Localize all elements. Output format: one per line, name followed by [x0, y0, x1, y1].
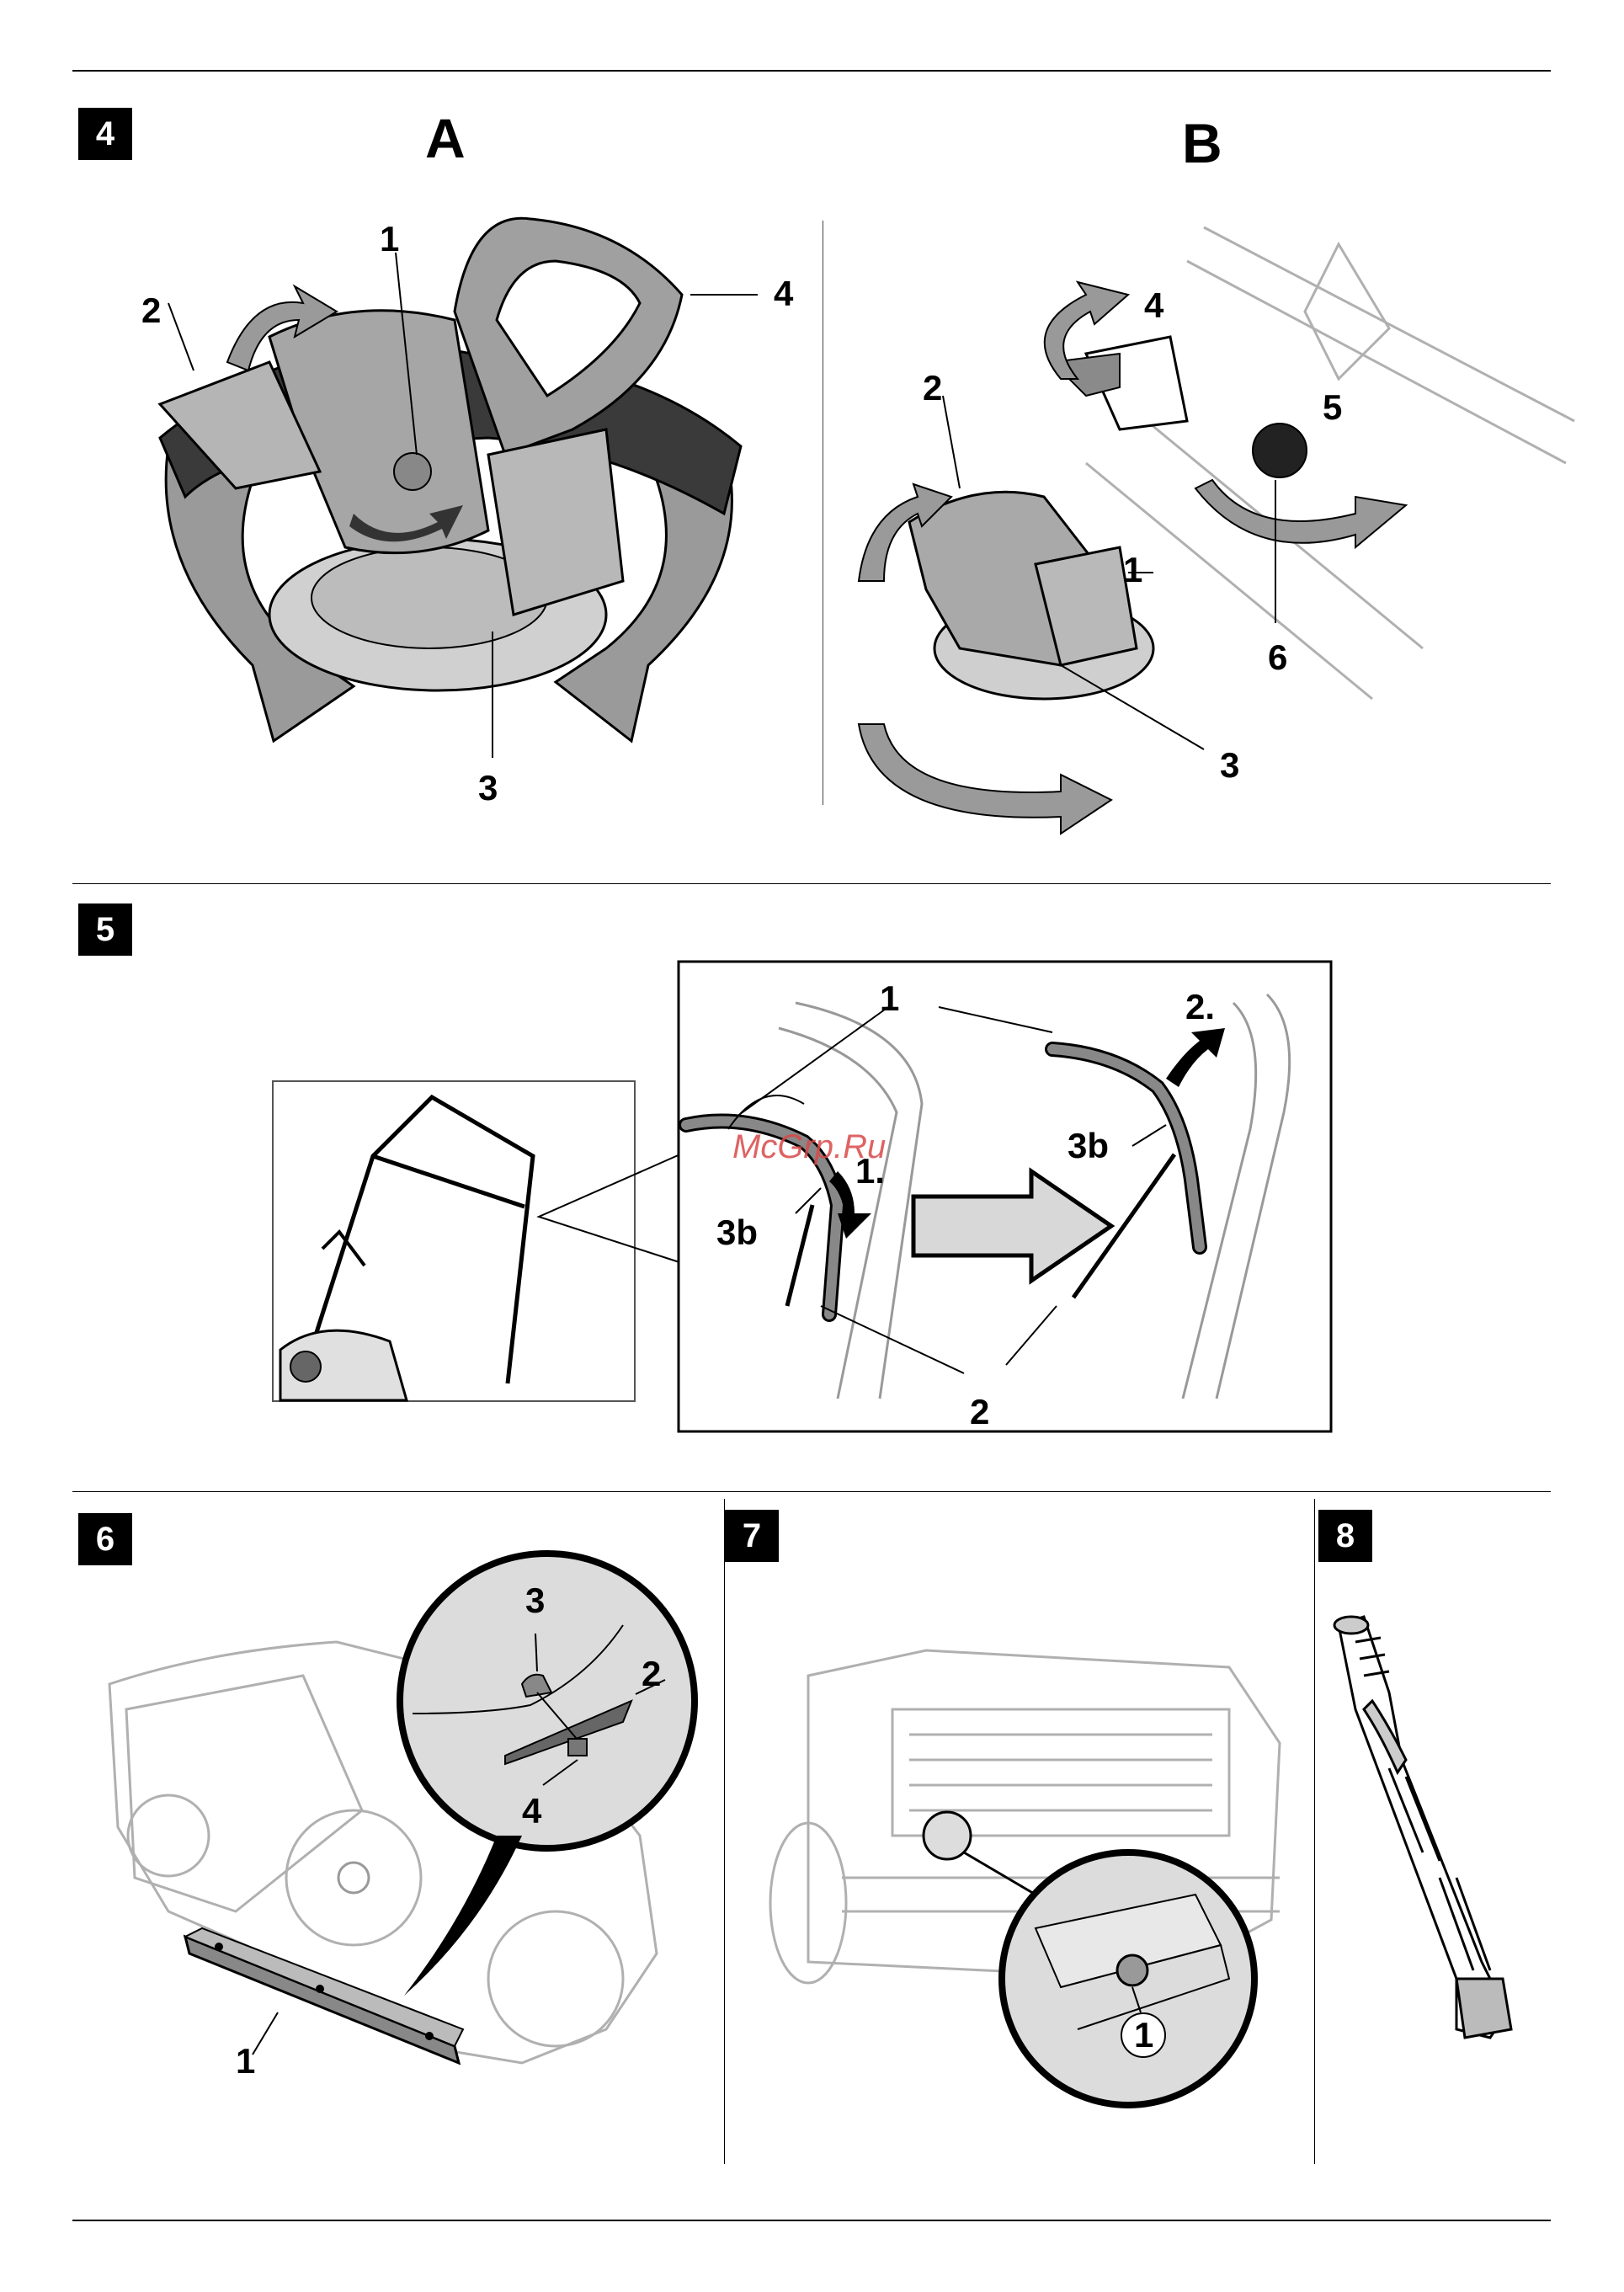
fig4a-callout-3: 3 — [478, 770, 498, 806]
figure-4-badge: 4 — [78, 108, 132, 160]
top-rule — [72, 70, 1551, 72]
rule-5-6 — [72, 1491, 1551, 1492]
divider-6-7 — [724, 1499, 725, 2164]
fig4b-callout-2: 2 — [923, 370, 942, 406]
fig4b-callout-4: 4 — [1144, 288, 1163, 323]
fig4a-callout-1: 1 — [380, 221, 399, 257]
fig4b-callout-3: 3 — [1220, 748, 1239, 783]
fig7-callout-1: 1 — [1134, 2017, 1153, 2053]
panel-b-title: B — [1182, 111, 1222, 175]
fig6-callout-3: 3 — [525, 1583, 545, 1618]
fig5-callout-2: 2 — [970, 1394, 989, 1430]
fig4a-callout-4: 4 — [774, 276, 793, 312]
figure-8-badge: 8 — [1318, 1510, 1372, 1562]
fig5-step-2: 2. — [1185, 989, 1215, 1025]
fig5-callout-3b-right: 3b — [1068, 1128, 1109, 1164]
divider-7-8 — [1314, 1499, 1315, 2164]
fig7-illustration — [758, 1642, 1297, 2130]
fig5-callout-wedge — [539, 1145, 690, 1280]
figure-7-badge: 7 — [725, 1510, 779, 1562]
fig4b-callout-5: 5 — [1323, 390, 1342, 425]
fig4a-callout-2: 2 — [141, 293, 161, 328]
fig6-callout-2: 2 — [642, 1656, 661, 1692]
fig6-callout-1: 1 — [236, 2044, 255, 2079]
fig4b-callout-6: 6 — [1268, 640, 1287, 675]
watermark: McGrp.Ru — [732, 1128, 886, 1166]
fig5-detail-illustration — [678, 961, 1332, 1432]
fig5-callout-1: 1 — [880, 981, 899, 1016]
fig4-panel-b-illustration — [833, 211, 1566, 850]
fig5-callout-3b-left: 3b — [716, 1215, 758, 1250]
fig6-callout-4: 4 — [522, 1794, 541, 1829]
rule-4-5 — [72, 883, 1551, 884]
bottom-rule — [72, 2220, 1551, 2221]
fig8-illustration — [1322, 1608, 1532, 2046]
fig4-panel-a-illustration — [135, 194, 775, 800]
fig6-illustration — [84, 1558, 707, 2088]
figure-5-badge: 5 — [78, 903, 132, 956]
panel-a-title: A — [425, 106, 466, 170]
fig4b-callout-1: 1 — [1123, 552, 1142, 588]
